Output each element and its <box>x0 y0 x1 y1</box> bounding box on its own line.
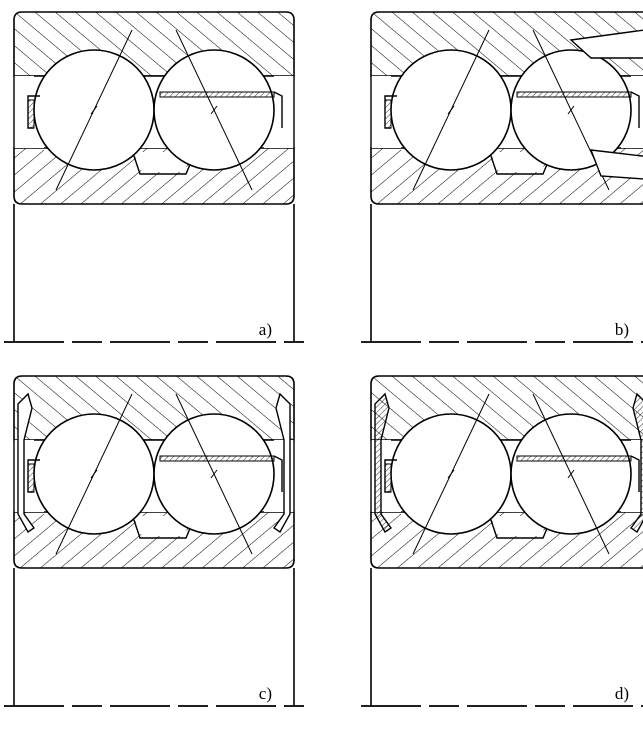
inner-raceway <box>401 512 621 536</box>
inner-raceway <box>44 148 264 172</box>
ball-center <box>447 469 455 479</box>
panel-a: a) <box>4 11 304 343</box>
cage-right-lip <box>630 455 640 492</box>
cage-left <box>27 463 35 493</box>
cage-plate <box>516 455 632 462</box>
cage-left <box>27 99 35 129</box>
panel-d: d) <box>361 375 643 707</box>
cage-plate <box>159 455 275 462</box>
panel-b: b) <box>361 11 643 343</box>
panel-label: a) <box>259 320 272 339</box>
panel-label: c) <box>259 684 272 703</box>
cage-left <box>384 463 392 493</box>
panel-label: d) <box>615 684 629 703</box>
cage-right-lip <box>630 91 640 128</box>
ball-center <box>567 469 575 479</box>
cage-plate <box>516 91 632 98</box>
cage-plate <box>159 91 275 98</box>
ball-center <box>210 105 218 115</box>
inner-raceway <box>44 512 264 536</box>
cage-right-lip <box>273 91 283 128</box>
flinger-ring <box>569 29 643 59</box>
panel-label: b) <box>615 320 629 339</box>
right-shield <box>630 392 643 534</box>
cage-left <box>384 99 392 129</box>
left-shield <box>374 392 392 534</box>
cage-right-lip <box>273 455 283 492</box>
right-shield <box>273 392 291 534</box>
inner-raceway <box>401 148 621 172</box>
ball-center <box>210 469 218 479</box>
ball-center <box>567 105 575 115</box>
flinger-lower <box>589 149 643 180</box>
ball-center <box>90 105 98 115</box>
ball-center <box>447 105 455 115</box>
panel-c: c) <box>4 375 304 707</box>
left-shield <box>17 392 35 534</box>
ball-center <box>90 469 98 479</box>
